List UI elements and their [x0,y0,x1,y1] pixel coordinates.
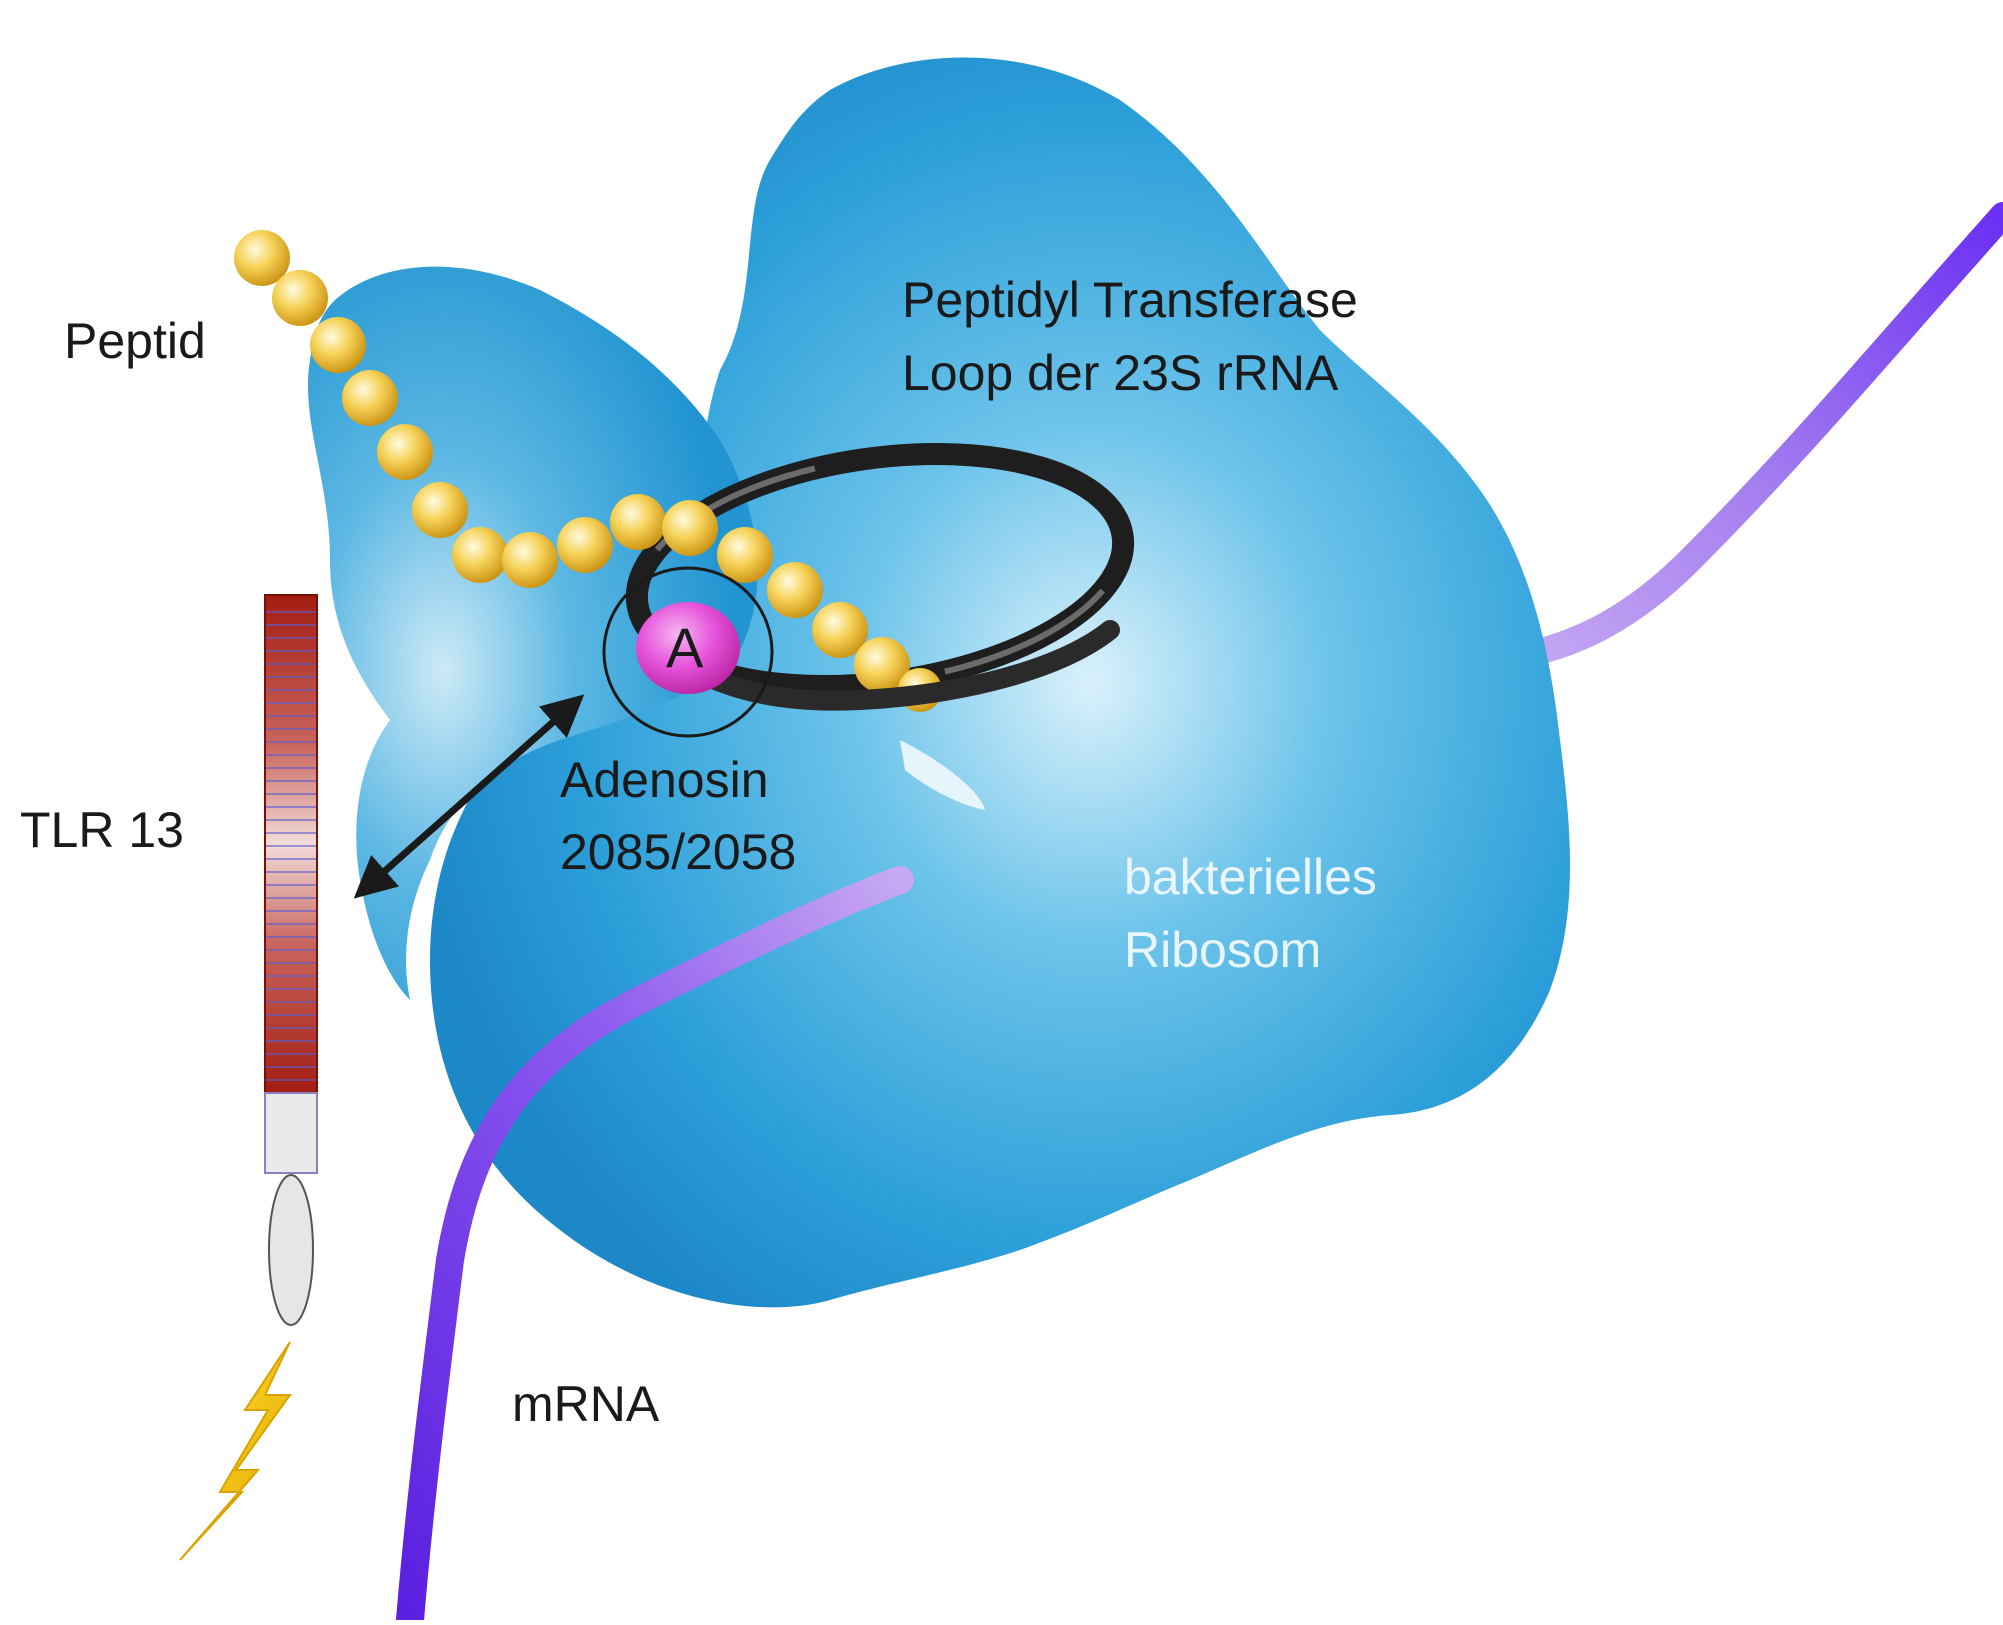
peptide-bead [662,500,718,556]
interaction-arrow [353,694,585,899]
lightning-bolt-icon [179,1341,292,1561]
peptide-bead [610,494,666,550]
peptide-chain [234,230,942,712]
adenosine-label-line2: 2085/2058 [560,824,797,880]
peptide-bead [452,527,508,583]
mrna-strand-lower [396,866,914,1625]
ribosome-label-line1: bakterielles [1124,849,1377,905]
tlr13-ectodomain [264,594,318,1094]
peptide-label: Peptid [64,313,206,369]
adenosine-letter: A [666,616,704,679]
peptide-bead [717,527,773,583]
peptide-bead [310,317,366,373]
tlr13-transmembrane [264,1092,318,1174]
mrna-label: mRNA [512,1376,660,1432]
peptide-bead [342,370,398,426]
peptide-bead [812,602,868,658]
mrna-strand-upper [1487,202,2003,673]
peptide-bead [557,517,613,573]
tlr13-receptor [264,594,318,1326]
ribosome-cleft [900,740,985,810]
adenosine-outline [602,566,774,738]
peptide-bead [234,230,290,286]
peptide-bead [412,482,468,538]
ptl-label-line1: Peptidyl Transferase [902,272,1358,328]
adenosine-icon [636,602,740,694]
ptl-label-line2: Loop der 23S rRNA [902,345,1339,401]
peptide-bead [767,562,823,618]
ribosome-label-line2: Ribosom [1124,922,1322,978]
tlr13-stripes [266,611,316,1081]
peptide-bead [502,532,558,588]
peptide-bead [377,424,433,480]
adenosine-label-line1: Adenosin [560,752,769,808]
tlr13-tir-domain [268,1174,314,1326]
peptide-bead [854,637,910,693]
tlr13-label: TLR 13 [20,802,184,858]
peptide-bead [272,270,328,326]
